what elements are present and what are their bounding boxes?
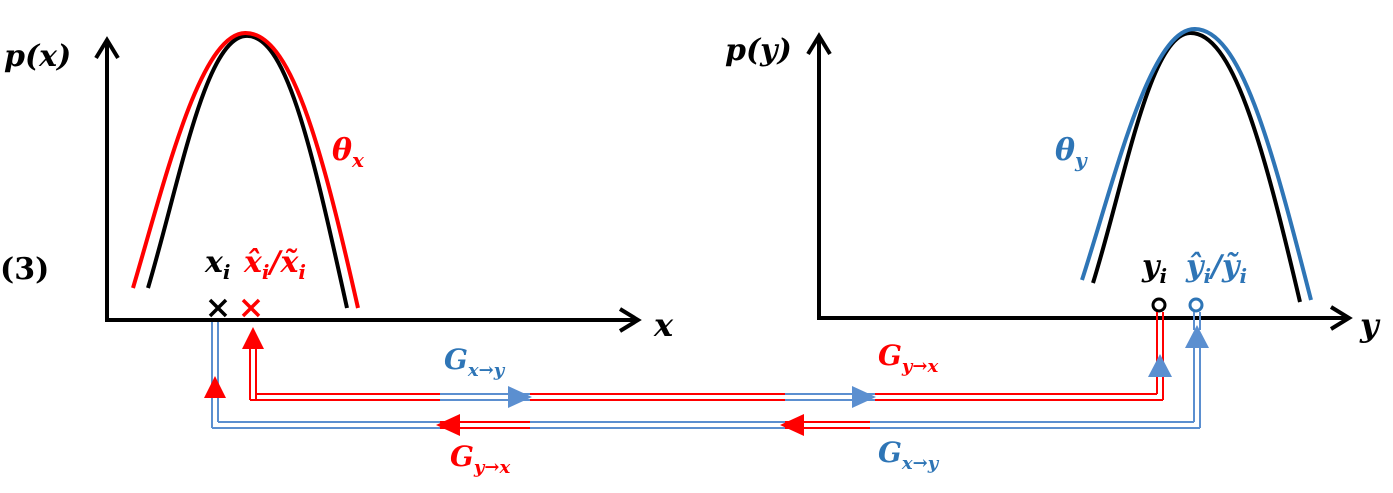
left-x-axis-arrowhead	[618, 307, 642, 333]
arrow-up-to-x-recon	[242, 327, 264, 349]
right-recon-label: ŷi/ỹi	[1185, 249, 1247, 288]
arrow-right-top-right	[852, 386, 876, 408]
mapping-label-bottom-right: Gx→y	[878, 436, 940, 474]
arrow-up-to-y-sample	[1148, 354, 1172, 377]
arrow-up-to-y-recon	[1185, 325, 1209, 348]
left-true-distribution-curve	[146, 33, 349, 309]
right-model-distribution-curve	[1080, 26, 1313, 301]
mapping-label-bottom-left: Gy→x	[450, 440, 510, 478]
mapping-label-top-left: Gx→y	[444, 343, 506, 381]
right-y-axis-label: p(y)	[725, 33, 792, 68]
arrow-left-bottom-left	[436, 414, 460, 436]
y-sample-marker	[1151, 297, 1167, 313]
left-param-label: θx	[332, 133, 365, 172]
left-model-distribution-curve	[131, 30, 360, 309]
arrow-right-top-left	[508, 386, 532, 408]
right-param-label: θy	[1055, 133, 1088, 172]
x-sample-marker	[208, 298, 228, 318]
left-y-axis-arrowhead	[94, 36, 120, 60]
top-cycle-path	[249, 312, 1164, 401]
x-recon-marker	[241, 298, 261, 318]
bottom-cycle-path	[211, 312, 1201, 429]
left-panel	[94, 30, 642, 333]
arrow-up-left-bottom	[204, 376, 226, 398]
right-x-axis-label: y	[1359, 306, 1381, 344]
right-true-distribution-curve	[1091, 30, 1302, 303]
left-y-axis-label: p(x)	[4, 39, 71, 74]
left-x-axis-label: x	[653, 306, 674, 344]
step-label: (3)	[0, 252, 49, 287]
left-recon-label: x̂i/x̃i	[243, 245, 306, 284]
right-y-axis-arrowhead	[806, 32, 832, 56]
mapping-label-top-right: Gy→x	[878, 339, 938, 377]
left-point-label: xi	[204, 245, 231, 284]
right-panel	[806, 26, 1353, 331]
y-recon-marker	[1188, 297, 1204, 313]
arrow-left-bottom-right	[780, 414, 804, 436]
right-x-axis-arrowhead	[1329, 305, 1353, 331]
right-point-label: yi	[1141, 249, 1167, 288]
